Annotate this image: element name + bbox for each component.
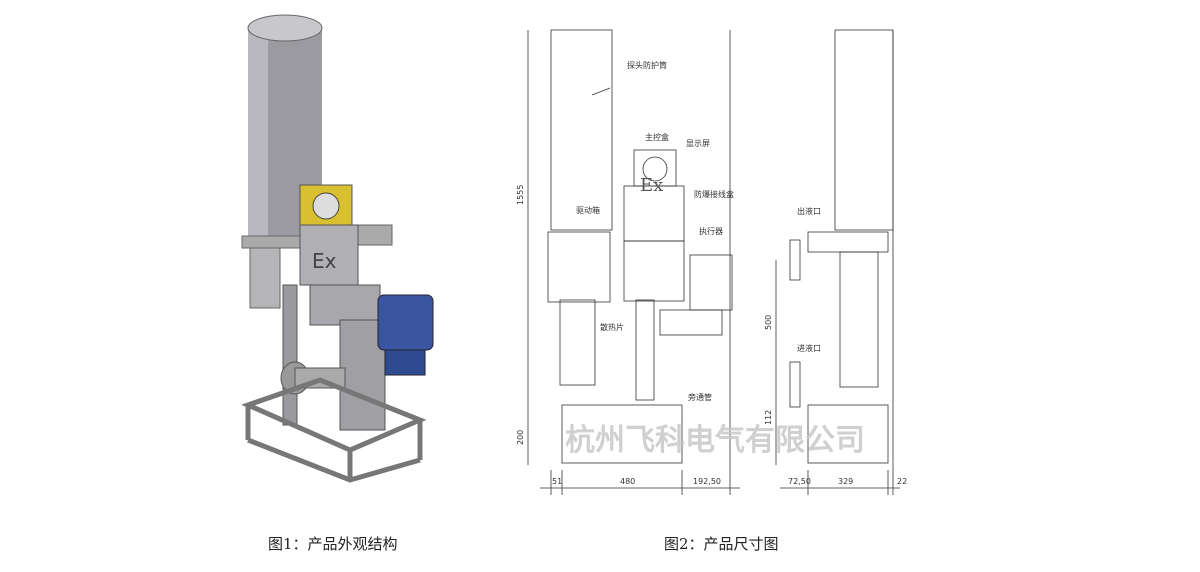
watermark: 杭州飞科电气有限公司 bbox=[565, 423, 865, 458]
label-display: 显示屏 bbox=[686, 139, 710, 148]
dim-height: 1555 bbox=[516, 185, 525, 205]
dim-side-left: 72,50 bbox=[788, 477, 811, 486]
label-bypass: 旁通管 bbox=[688, 392, 712, 402]
label-explosion-box: 防爆接线盒 bbox=[694, 189, 734, 199]
dim-left: 51 bbox=[552, 477, 562, 486]
dim-base: 200 bbox=[516, 430, 525, 445]
label-driver: 驱动箱 bbox=[576, 205, 600, 215]
ex-mark-render: Ex bbox=[312, 249, 337, 273]
dim-side-mid: 500 bbox=[764, 315, 773, 330]
label-probe-guard: 探头防护筒 bbox=[627, 60, 667, 70]
label-heatsink: 散热片 bbox=[600, 322, 624, 332]
product-3d-render: Ex bbox=[241, 14, 434, 483]
dim-right: 192,50 bbox=[693, 477, 721, 486]
dim-width: 480 bbox=[620, 477, 635, 486]
dim-side-width: 329 bbox=[838, 477, 853, 486]
dim-side-low: 112 bbox=[764, 410, 773, 425]
ex-mark-drawing: Ex bbox=[640, 175, 663, 196]
dim-side-right: 22 bbox=[897, 477, 907, 486]
label-actuator: 执行器 bbox=[699, 226, 723, 236]
figure2-caption: 图2：产品尺寸图 bbox=[664, 535, 779, 553]
figure1-caption: 图1：产品外观结构 bbox=[268, 535, 398, 553]
label-inlet: 进液口 bbox=[797, 343, 821, 353]
label-main-box: 主控盒 bbox=[645, 132, 669, 142]
front-view-drawing bbox=[527, 29, 740, 495]
label-outlet: 出液口 bbox=[797, 206, 821, 216]
side-view-drawing bbox=[775, 29, 900, 495]
